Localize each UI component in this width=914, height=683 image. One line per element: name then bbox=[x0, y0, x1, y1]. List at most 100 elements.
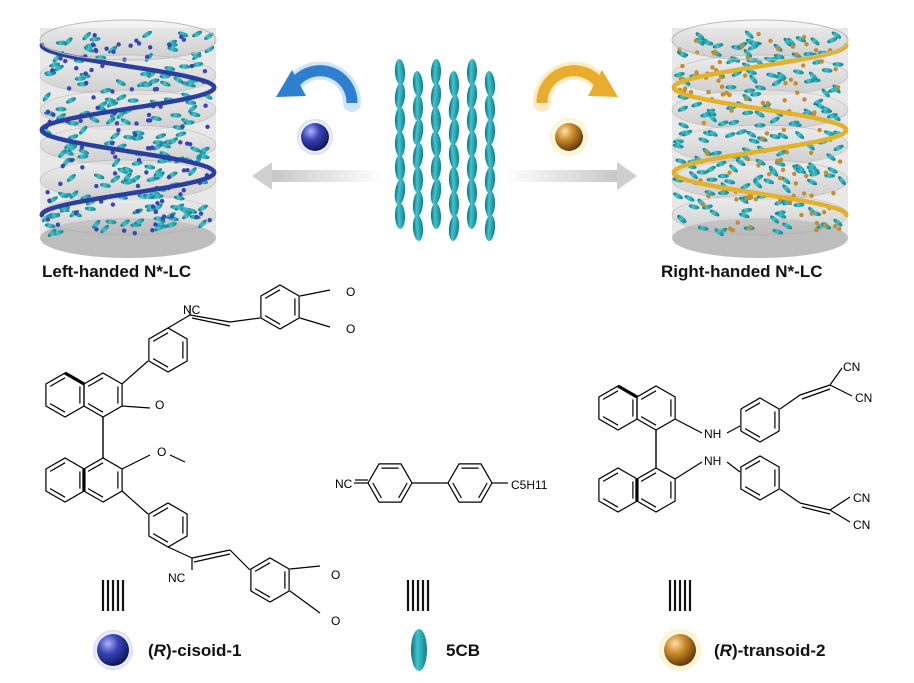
lc-rod bbox=[117, 167, 128, 174]
lc-rod bbox=[80, 194, 91, 201]
dopant-dot bbox=[114, 121, 120, 126]
bond bbox=[189, 314, 231, 323]
dopant-dot bbox=[62, 58, 68, 64]
lc-rod bbox=[484, 119, 496, 145]
lc-rod bbox=[123, 134, 135, 140]
lc-rod bbox=[143, 193, 155, 200]
lc-rod bbox=[466, 131, 478, 157]
legend-label-cisoid: (R)-cisoid-1 bbox=[148, 641, 242, 660]
dopant-dot bbox=[159, 198, 165, 204]
dopant-dot bbox=[837, 226, 842, 232]
lc-rod bbox=[821, 106, 832, 113]
ring bbox=[83, 372, 123, 418]
lc-rod bbox=[188, 167, 197, 176]
lc-rod bbox=[833, 144, 844, 151]
ring bbox=[148, 502, 188, 548]
lc-rod bbox=[448, 119, 460, 145]
dopant-dot bbox=[706, 193, 711, 199]
lc-rod bbox=[709, 209, 720, 217]
dopant-dot bbox=[160, 216, 166, 221]
chem-label: O bbox=[346, 285, 356, 299]
dopant-dot bbox=[792, 171, 797, 177]
chem-label-c5h11: C5H11 bbox=[511, 478, 548, 492]
lc-rod bbox=[64, 142, 75, 149]
lc-rod bbox=[827, 167, 838, 174]
lc-rod bbox=[153, 168, 162, 177]
lc-rod bbox=[123, 172, 132, 182]
dopant-dot bbox=[178, 192, 183, 197]
bond bbox=[167, 314, 191, 329]
lc-rod bbox=[108, 45, 118, 54]
dopant-dot bbox=[178, 140, 183, 145]
lc-rod bbox=[204, 46, 215, 54]
dopant-dot bbox=[145, 118, 151, 123]
lc-rod bbox=[696, 169, 708, 175]
lc-rod bbox=[742, 110, 754, 116]
lc-rod bbox=[750, 91, 762, 97]
double-bond bbox=[87, 462, 104, 472]
dopant-dot bbox=[104, 46, 109, 51]
lc-rod bbox=[717, 120, 729, 127]
lc-rod bbox=[448, 215, 460, 241]
lc-rod bbox=[394, 131, 406, 157]
lc-rod bbox=[168, 137, 179, 145]
lc-rod bbox=[142, 30, 153, 38]
lc-rod bbox=[55, 40, 67, 46]
lc-rod bbox=[691, 101, 703, 108]
dopant-dot bbox=[169, 214, 175, 219]
bold-bond bbox=[64, 371, 85, 386]
lc-rod bbox=[185, 100, 197, 105]
lc-rod bbox=[678, 122, 689, 129]
lc-rod bbox=[712, 43, 724, 49]
double-bond bbox=[602, 472, 619, 482]
lc-rod bbox=[106, 117, 116, 125]
lc-rod bbox=[185, 81, 196, 88]
lc-rod bbox=[156, 171, 165, 180]
dopant-dot bbox=[90, 42, 96, 47]
lc-rod bbox=[174, 203, 185, 211]
chem-label-cn: CN bbox=[853, 491, 871, 505]
dopant-dot bbox=[89, 67, 94, 73]
lc-rod bbox=[155, 133, 167, 139]
double-bond bbox=[49, 377, 66, 387]
double-bond bbox=[452, 482, 462, 499]
dopant-dot bbox=[45, 217, 51, 222]
lc-rod bbox=[484, 167, 496, 193]
lc-rod bbox=[394, 107, 406, 133]
legend-label-5cb: 5CB bbox=[446, 641, 481, 660]
lc-rod bbox=[832, 62, 844, 67]
dopant-dot bbox=[58, 181, 63, 187]
lc-rod bbox=[774, 74, 786, 81]
lc-rod bbox=[170, 113, 182, 118]
dopant-dot bbox=[716, 78, 721, 84]
chem-label: NC bbox=[168, 571, 186, 585]
lc-rod bbox=[777, 132, 789, 140]
chem-label-cn: CN bbox=[853, 518, 871, 532]
dopant-dot bbox=[790, 44, 796, 49]
bond bbox=[289, 590, 321, 614]
dopant-dot bbox=[727, 170, 732, 175]
lc-rod bbox=[743, 49, 753, 58]
dopant-dot bbox=[780, 167, 786, 172]
lc-rod bbox=[673, 139, 685, 144]
dopant-dot bbox=[833, 67, 838, 72]
lc-rod bbox=[430, 155, 442, 181]
transoid-2-structure bbox=[598, 367, 853, 523]
cylinder-top-rim bbox=[671, 19, 849, 61]
lc-rod bbox=[49, 62, 61, 68]
lc-rod bbox=[153, 203, 163, 212]
lc-rod bbox=[120, 219, 130, 227]
lc-rod bbox=[110, 132, 120, 140]
lc-rod bbox=[55, 106, 67, 112]
lc-rod bbox=[179, 207, 190, 215]
dopant-dot bbox=[823, 170, 829, 175]
dopant-dot bbox=[194, 214, 199, 220]
dopant-dot bbox=[739, 44, 745, 49]
lc-rod bbox=[740, 183, 751, 190]
lc-rod bbox=[783, 37, 792, 47]
bold-bond bbox=[617, 384, 638, 399]
dopant-dot bbox=[116, 42, 121, 47]
lc-rod bbox=[115, 79, 126, 87]
bond bbox=[674, 461, 703, 480]
double-bond bbox=[152, 533, 169, 543]
